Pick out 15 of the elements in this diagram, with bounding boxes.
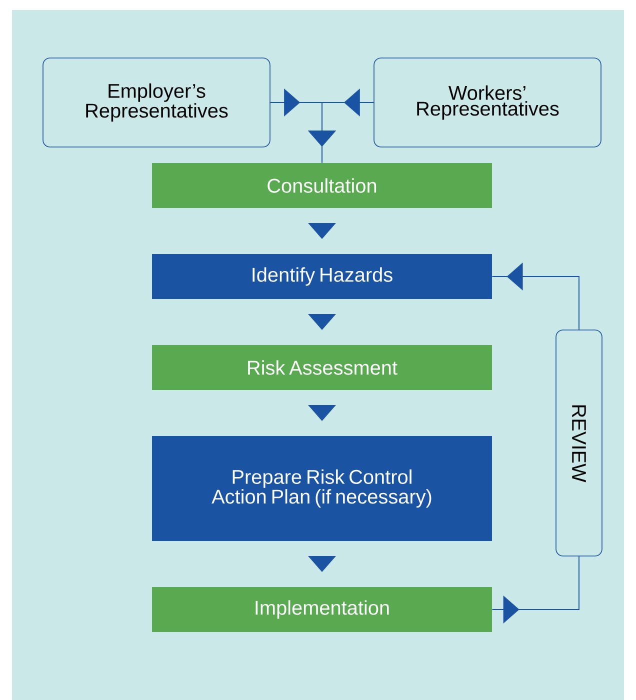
representative-box: Employer’s Representatives (42, 58, 270, 148)
arrow (308, 223, 336, 239)
arrow (308, 405, 336, 421)
arrow (308, 88, 374, 164)
process-box: Risk Assessment (152, 345, 492, 390)
review-box: REVIEW (556, 330, 602, 556)
arrow (492, 262, 580, 330)
process-box: Identify Hazards (152, 254, 492, 299)
representative-box: Workers’ Representatives (374, 58, 602, 148)
arrow (308, 556, 336, 572)
arrow (492, 556, 580, 624)
process-box: Consultation (152, 163, 492, 208)
process-box: Prepare Risk Control Action Plan (if necessary) (152, 436, 492, 541)
arrow (308, 314, 336, 330)
process-box: Implementation (152, 587, 492, 632)
